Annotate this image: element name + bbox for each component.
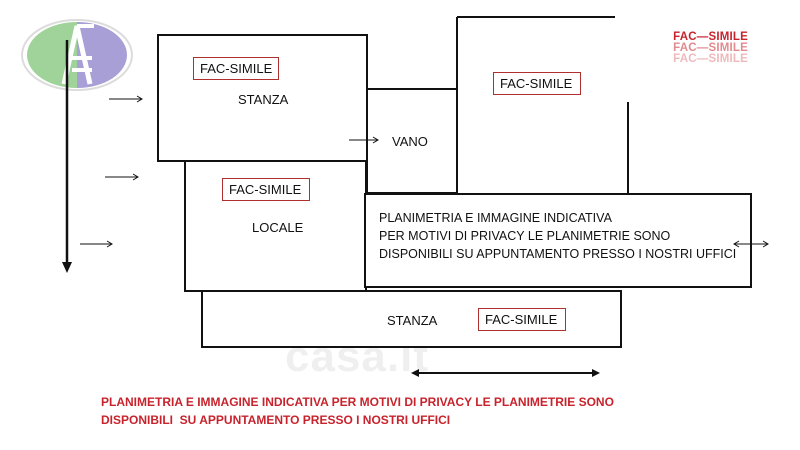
fac-simile-mark-line-2: FAC—SIMILE (673, 42, 748, 54)
fac-simile-stamp-1: FAC-SIMILE (193, 57, 279, 80)
logo-graphic (21, 19, 133, 91)
label-stanza-top: STANZA (238, 92, 289, 107)
fac-simile-stamp-4: FAC-SIMILE (478, 308, 566, 331)
note-text: PLANIMETRIA E IMMAGINE INDICATIVA PER MO… (379, 209, 736, 263)
disclaimer-line-1: PLANIMETRIA E IMMAGINE INDICATIVA PER MO… (101, 395, 614, 409)
fac-simile-mark-line-3: FAC—SIMILE (673, 53, 748, 65)
fac-simile-stamp-3: FAC-SIMILE (222, 178, 310, 201)
fac-simile-mark-line-1: FAC—SIMILE (673, 31, 748, 43)
label-stanza-bottom: STANZA (387, 313, 438, 328)
agency-logo (20, 18, 134, 92)
fac-simile-stamp-2: FAC-SIMILE (493, 72, 581, 95)
note-box (364, 193, 752, 288)
arrow-right-1 (109, 95, 143, 103)
disclaimer: PLANIMETRIA E IMMAGINE INDICATIVA PER MO… (101, 393, 614, 429)
arrow-right-2 (105, 173, 139, 181)
double-arrow-right (733, 240, 769, 248)
note-line-3: DISPONIBILI SU APPUNTAMENTO PRESSO I NOS… (379, 247, 737, 261)
label-locale: LOCALE (252, 220, 304, 235)
disclaimer-line-2: DISPONIBILI SU APPUNTAMENTO PRESSO I NOS… (101, 413, 451, 427)
note-line-2: PER MOTIVI DI PRIVACY LE PLANIMETRIE SON… (379, 229, 671, 243)
arrow-right-vano (349, 136, 379, 144)
note-line-1: PLANIMETRIA E IMMAGINE INDICATIVA (379, 211, 612, 225)
room-stanza-top (157, 34, 368, 162)
fac-simile-corner-mark: FAC—SIMILE FAC—SIMILE FAC—SIMILE (673, 31, 748, 65)
label-vano: VANO (392, 134, 428, 149)
arrow-right-3 (80, 240, 113, 248)
